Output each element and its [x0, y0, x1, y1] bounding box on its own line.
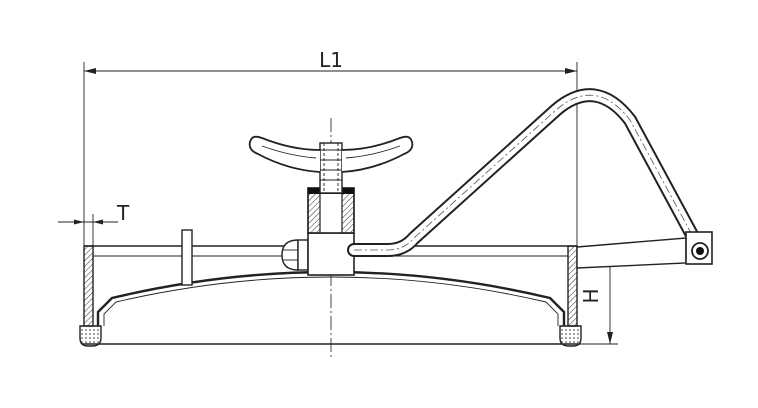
hub-block: [307, 232, 355, 276]
dimension-t: T: [58, 201, 130, 246]
gasket-right: [559, 325, 582, 347]
hinge: [576, 231, 713, 269]
bushing: [307, 187, 355, 234]
locating-pin: [181, 229, 193, 286]
hex-nut: [281, 239, 309, 271]
wing-handle: [248, 135, 414, 173]
dimension-h-label: H: [579, 288, 603, 303]
bent-rod-handle: [347, 88, 705, 257]
dimension-t-label: T: [116, 201, 130, 225]
gasket-left: [79, 325, 102, 347]
threaded-screw: [319, 142, 343, 194]
dimension-l1-label: L1: [319, 48, 343, 72]
